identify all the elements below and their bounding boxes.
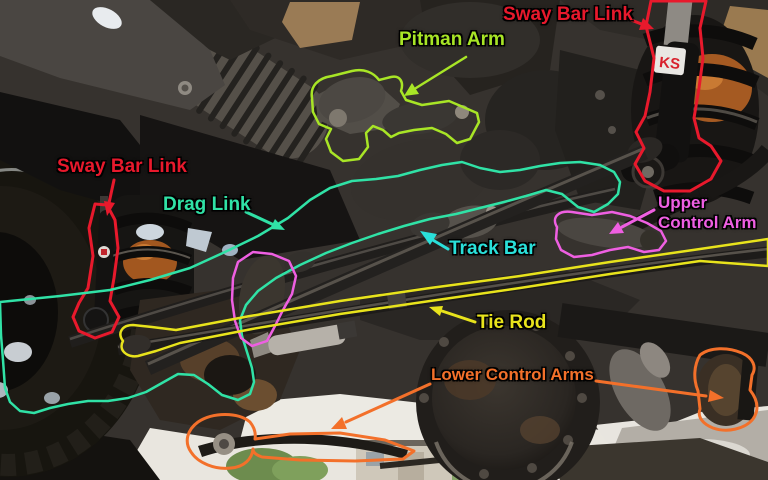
track-bar-arrowhead xyxy=(420,231,437,245)
sway-bar-link-right-outline xyxy=(633,0,723,193)
lower-control-arm-left-outline xyxy=(185,413,416,470)
shock-sticker-text: KS xyxy=(658,54,681,73)
pitman-arm-outline xyxy=(310,68,481,163)
right-lower-control-arm-part xyxy=(696,354,759,426)
label-sway-bar-link-right: Sway Bar Link xyxy=(503,4,633,25)
upper-control-arm-part xyxy=(557,217,653,249)
fender-liner xyxy=(0,92,160,215)
left-lower-control-arm-part xyxy=(198,433,408,459)
differential xyxy=(416,310,600,480)
label-lower-control-arms: Lower Control Arms xyxy=(431,365,594,384)
sway-bar-link-left-arrow-line xyxy=(107,178,116,205)
pitman-arm-arrowhead xyxy=(404,83,419,96)
tie-rod-bar xyxy=(117,246,768,356)
pitman-arm-part xyxy=(315,76,469,135)
annotation-overlay xyxy=(0,0,768,470)
sway-bar xyxy=(697,144,768,203)
tie-rod-arrow-line xyxy=(440,309,477,324)
upper-control-arm-outline xyxy=(553,210,668,259)
exhaust xyxy=(609,342,671,431)
sway-bar-link-left-arrowhead xyxy=(104,201,115,216)
label-track-bar: Track Bar xyxy=(449,238,536,259)
upper-control-arm-arrow-line xyxy=(620,208,656,229)
axle-tube xyxy=(557,303,768,367)
drag-link-arrowhead xyxy=(270,219,285,230)
drag-link-outline xyxy=(0,160,622,415)
steering-stabilizer xyxy=(250,320,358,358)
drag-link-arrow-line xyxy=(244,210,276,227)
label-sway-bar-link-left: Sway Bar Link xyxy=(57,156,187,177)
label-drag-link: Drag Link xyxy=(163,194,251,215)
house-roof xyxy=(356,440,452,448)
upper-control-arm-arrowhead xyxy=(609,222,624,234)
right-shock-sway-bar-link: KS xyxy=(620,0,700,189)
sway-bar-link-right-arrowhead xyxy=(639,18,654,30)
label-pitman-arm: Pitman Arm xyxy=(399,29,505,50)
lower-control-arms-arrowhead-left xyxy=(331,417,347,429)
lower-control-arms-arrow-right-line xyxy=(594,379,708,398)
lower-control-arm-right-outline xyxy=(693,347,759,432)
label-upper-control-arm: Upper Control Arm xyxy=(658,193,757,233)
sway-bar-link-right-arrow-line xyxy=(624,16,646,27)
track-bar-arrow-line xyxy=(429,237,450,251)
sway-bar-link-left-outline xyxy=(71,202,121,340)
tie-rod-outline xyxy=(119,237,768,358)
lower-control-arms-arrow-left-line xyxy=(344,382,432,424)
tie-rod-arrowhead xyxy=(429,306,443,316)
lower-control-arms-arrowhead-right xyxy=(708,390,724,402)
pitman-arm-arrow-line xyxy=(414,55,468,90)
label-tie-rod: Tie Rod xyxy=(477,312,547,333)
shock-sticker xyxy=(653,45,686,76)
